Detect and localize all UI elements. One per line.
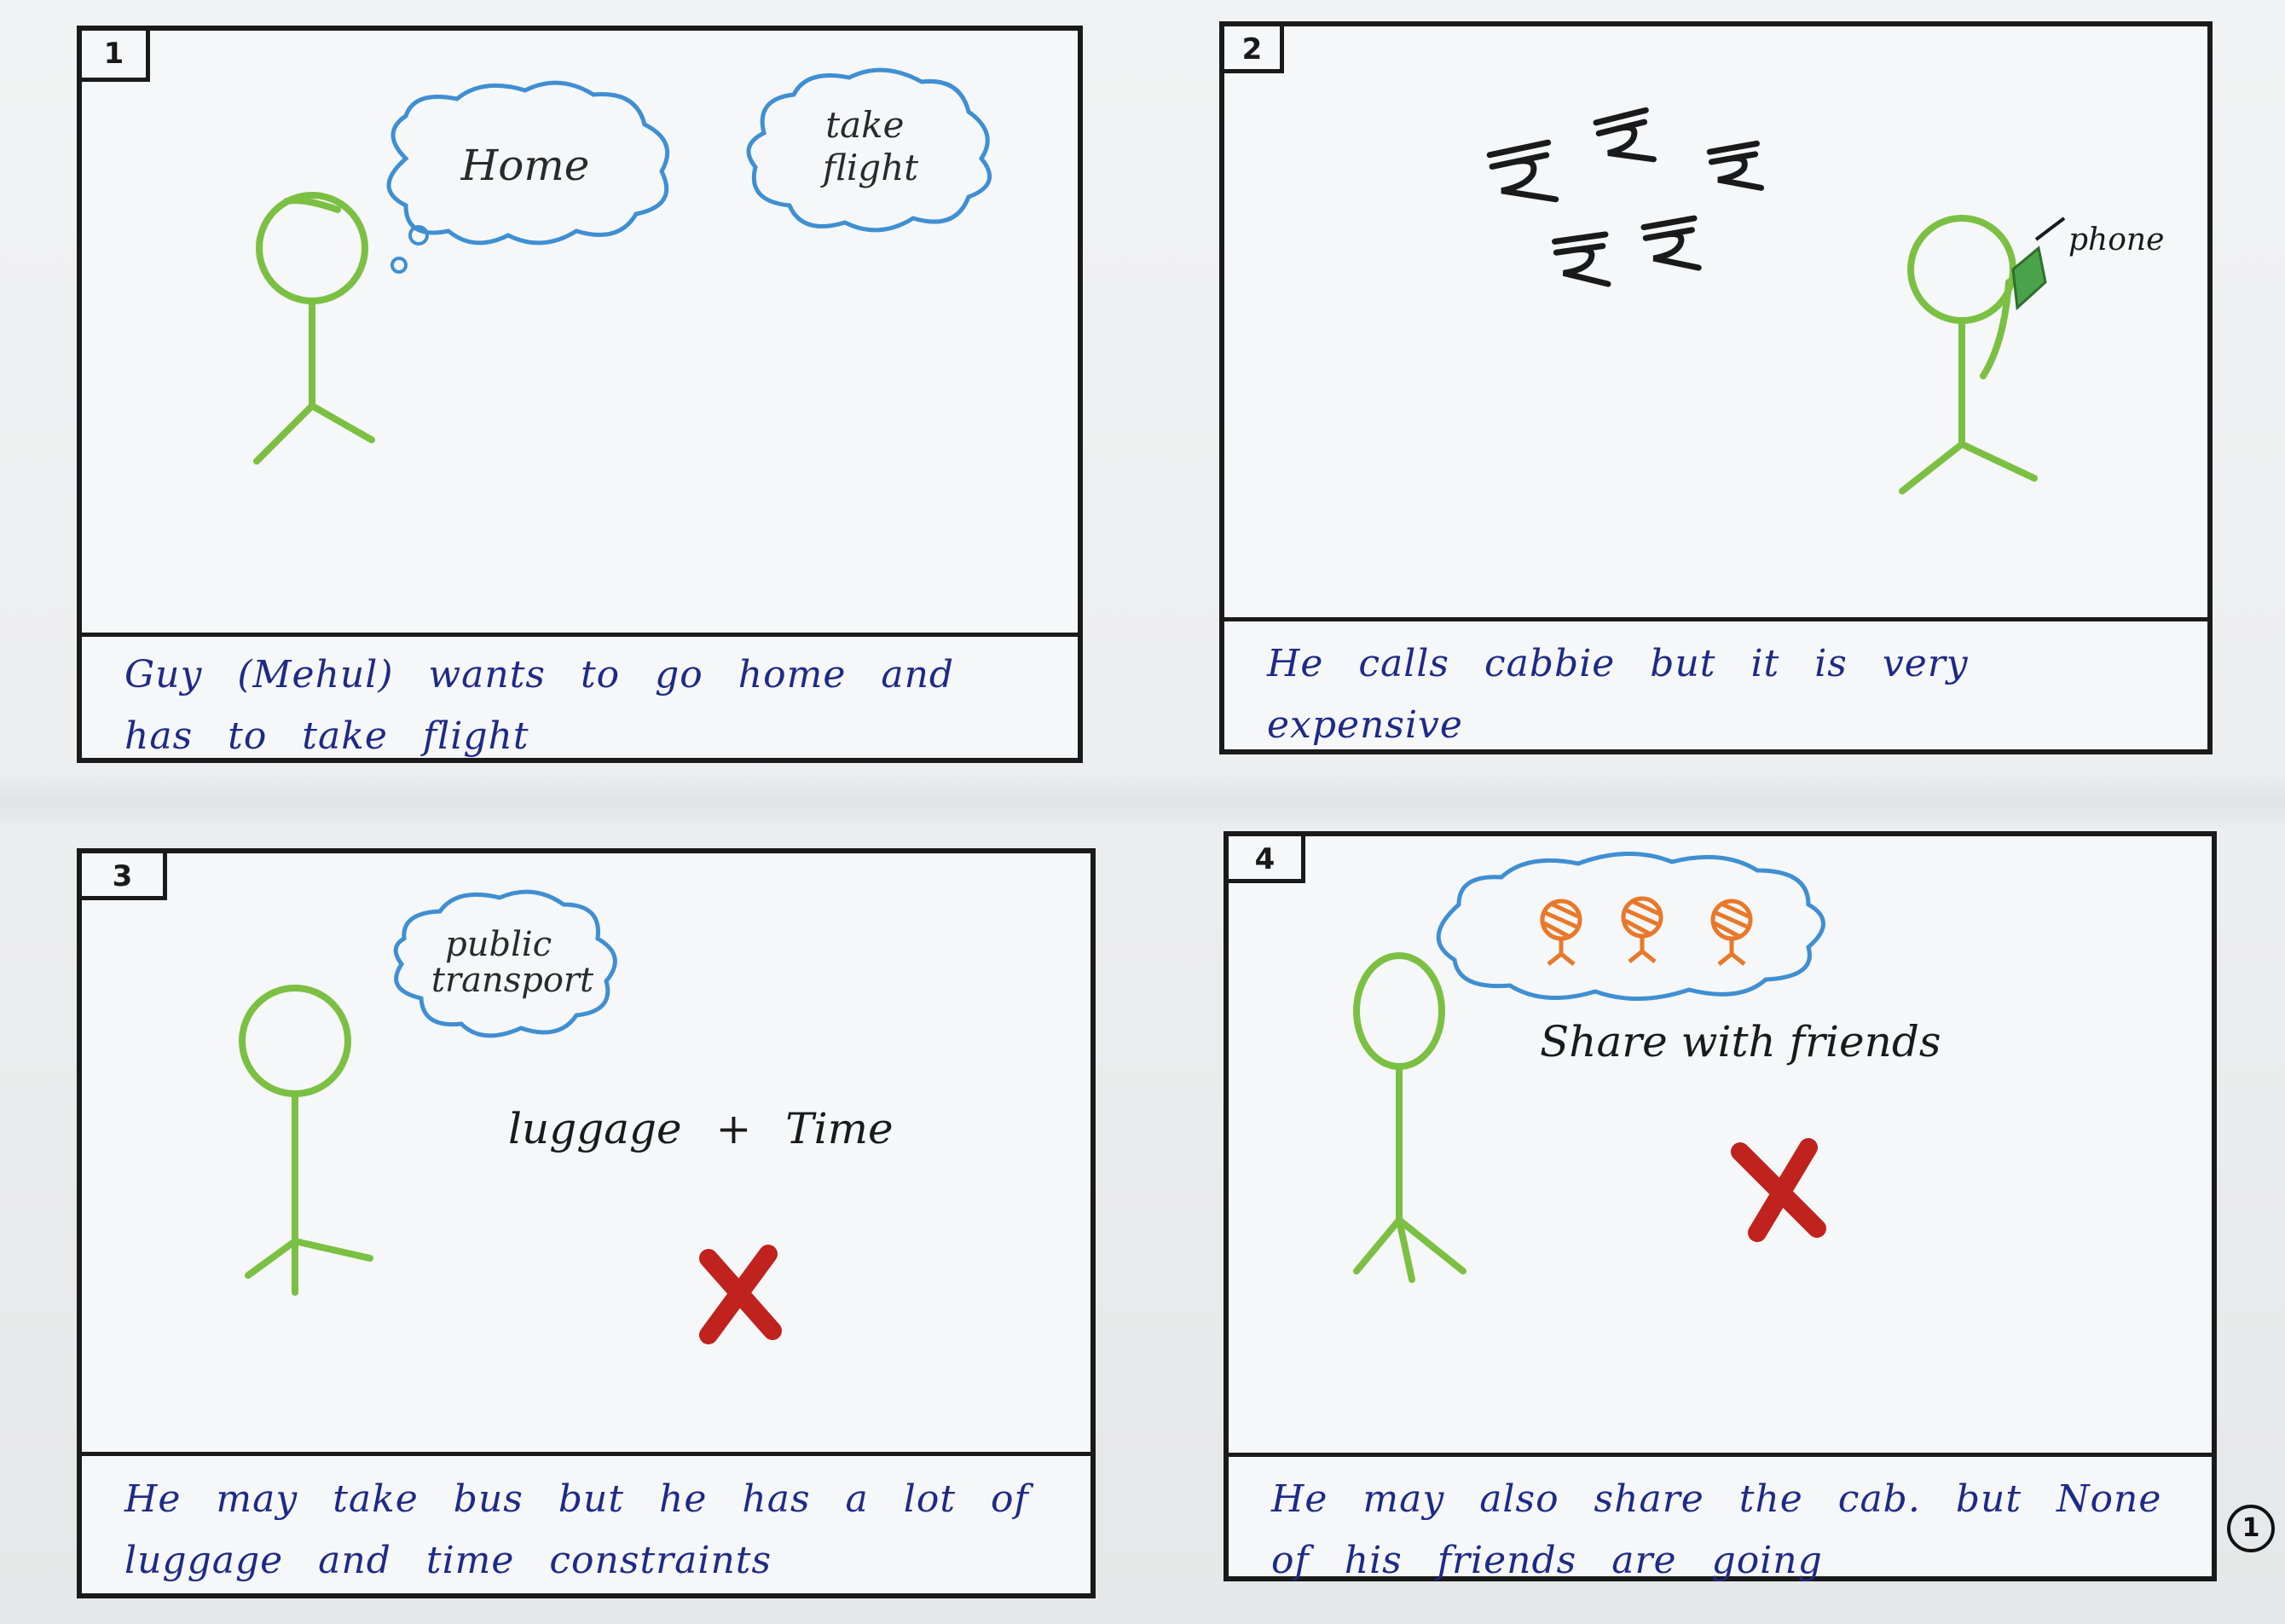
storyboard-panel-4: Share with friends 4 He may also share t… [1223,831,2217,1582]
panel-1-drawing: Home take flight [253,67,992,465]
caption-divider [1224,617,2207,621]
rupee-symbols-icon [1486,107,1765,287]
bubble-text-take-flight-part: flight [820,147,918,188]
caption-divider [82,633,1078,637]
panel-caption: Guy (Mehul) wants to go home and has to … [124,653,955,758]
storyboard-panel-2: phone 2 He calls cabbie but it is very e… [1219,21,2213,754]
bubble-text-public-transport: public transport [431,925,594,1000]
panel-2-drawing: phone [1486,107,2164,494]
paper-fold [0,772,2285,831]
red-cross-icon [699,1245,782,1344]
panel-caption: He may take bus but he has a lot of lugg… [124,1477,1029,1582]
storyboard-panel-3: public transport luggage + Time 3 He may… [77,848,1096,1598]
bubble-text-take-flight: take flight [820,104,918,188]
bubble-text-take-flight-part: take [825,104,904,146]
bubble-text-public-transport-part: transport [431,961,594,1000]
thought-cloud-friends [1436,851,1825,1002]
label-phone: phone [2068,223,2164,257]
panel-number: 2 [1224,26,1284,73]
bubble-text-home: Home [460,141,590,190]
panel-caption: He calls cabbie but it is very expensive [1267,642,1969,747]
panel-4-drawing: Share with friends [1353,851,1941,1283]
stick-figure-icon [239,985,373,1296]
panel-3-drawing: public transport luggage + Time [239,889,894,1344]
thought-cloud-take-flight: take flight [746,67,992,233]
thought-cloud-home: Home [386,80,670,246]
panel-number: 1 [82,31,150,82]
page-number-badge: 1 [2227,1505,2275,1552]
panel-caption: He may also share the cab. but None of h… [1271,1477,2162,1582]
thought-cloud-public-transport: public transport [393,889,617,1038]
label-share-with-friends: Share with friends [1540,1017,1941,1066]
friend-icon [1540,899,1582,966]
stick-figure-icon [1353,952,1466,1283]
panel-number: 3 [82,853,167,900]
bubble-text-public-transport-part: public [445,925,552,964]
panel-number: 4 [1229,836,1305,883]
caption-divider [1229,1453,2212,1457]
red-cross-icon [1731,1138,1826,1242]
stick-figure-icon [1899,215,2038,494]
stick-figure-icon [253,192,375,465]
friend-icon [1621,896,1663,963]
friend-icon [1710,899,1753,966]
storyboard-panel-1: Home take flight 1 Guy (Mehul) wants to … [77,26,1083,763]
label-luggage-time: luggage + Time [508,1104,894,1153]
caption-divider [82,1452,1090,1456]
phone-icon [2011,246,2047,311]
thought-dots [390,225,429,274]
phone-pointer [2034,217,2066,241]
